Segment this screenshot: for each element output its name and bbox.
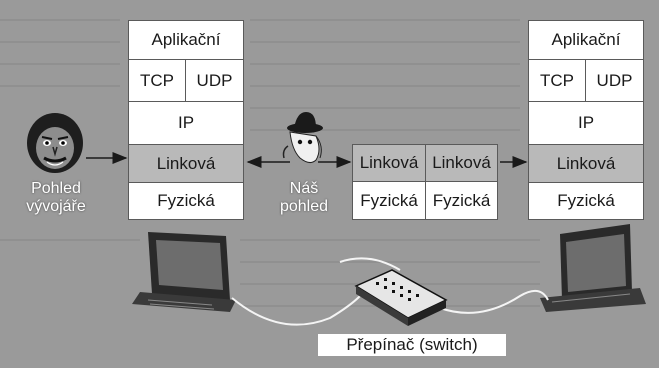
network-switch-icon <box>354 269 448 326</box>
switch-link-layer-right: Linková <box>426 145 497 181</box>
switch-protocol-stack: Linková Linková Fyzická Fyzická <box>352 144 498 220</box>
right-ip-layer: IP <box>529 102 643 144</box>
observer-dog-icon <box>282 112 323 164</box>
developer-view-label: Pohled vývojáře <box>14 180 98 216</box>
left-link-layer: Linková <box>129 145 243 182</box>
right-tcp-layer: TCP <box>529 60 585 101</box>
developer-view-line1: Pohled <box>31 180 81 197</box>
our-view-line1: Náš <box>289 180 319 197</box>
right-protocol-stack: Aplikační TCP UDP IP Linková Fyzická <box>528 20 644 220</box>
right-link-layer: Linková <box>529 145 643 182</box>
right-physical-layer: Fyzická <box>529 183 643 219</box>
switch-physical-layer-left: Fyzická <box>353 182 425 219</box>
right-cable <box>439 289 549 314</box>
left-computer-icon <box>132 232 236 312</box>
right-application-layer: Aplikační <box>529 21 643 59</box>
switch-caption: Přepínač (switch) <box>318 334 506 356</box>
left-protocol-stack: Aplikační TCP UDP IP Linková Fyzická <box>128 20 244 220</box>
left-cable <box>231 295 361 326</box>
left-udp-layer: UDP <box>186 60 243 101</box>
left-application-layer: Aplikační <box>129 21 243 59</box>
developer-view-line2: vývojáře <box>26 198 86 215</box>
our-view-label: Náš pohled <box>264 180 344 216</box>
switch-physical-layer-right: Fyzická <box>426 182 497 219</box>
developer-face-icon <box>27 113 83 173</box>
right-computer-icon <box>540 224 646 312</box>
left-tcp-layer: TCP <box>129 60 185 101</box>
switch-link-layer-left: Linková <box>353 145 425 181</box>
right-udp-layer: UDP <box>586 60 643 101</box>
left-physical-layer: Fyzická <box>129 183 243 219</box>
left-ip-layer: IP <box>129 102 243 144</box>
our-view-line2: pohled <box>279 198 329 215</box>
